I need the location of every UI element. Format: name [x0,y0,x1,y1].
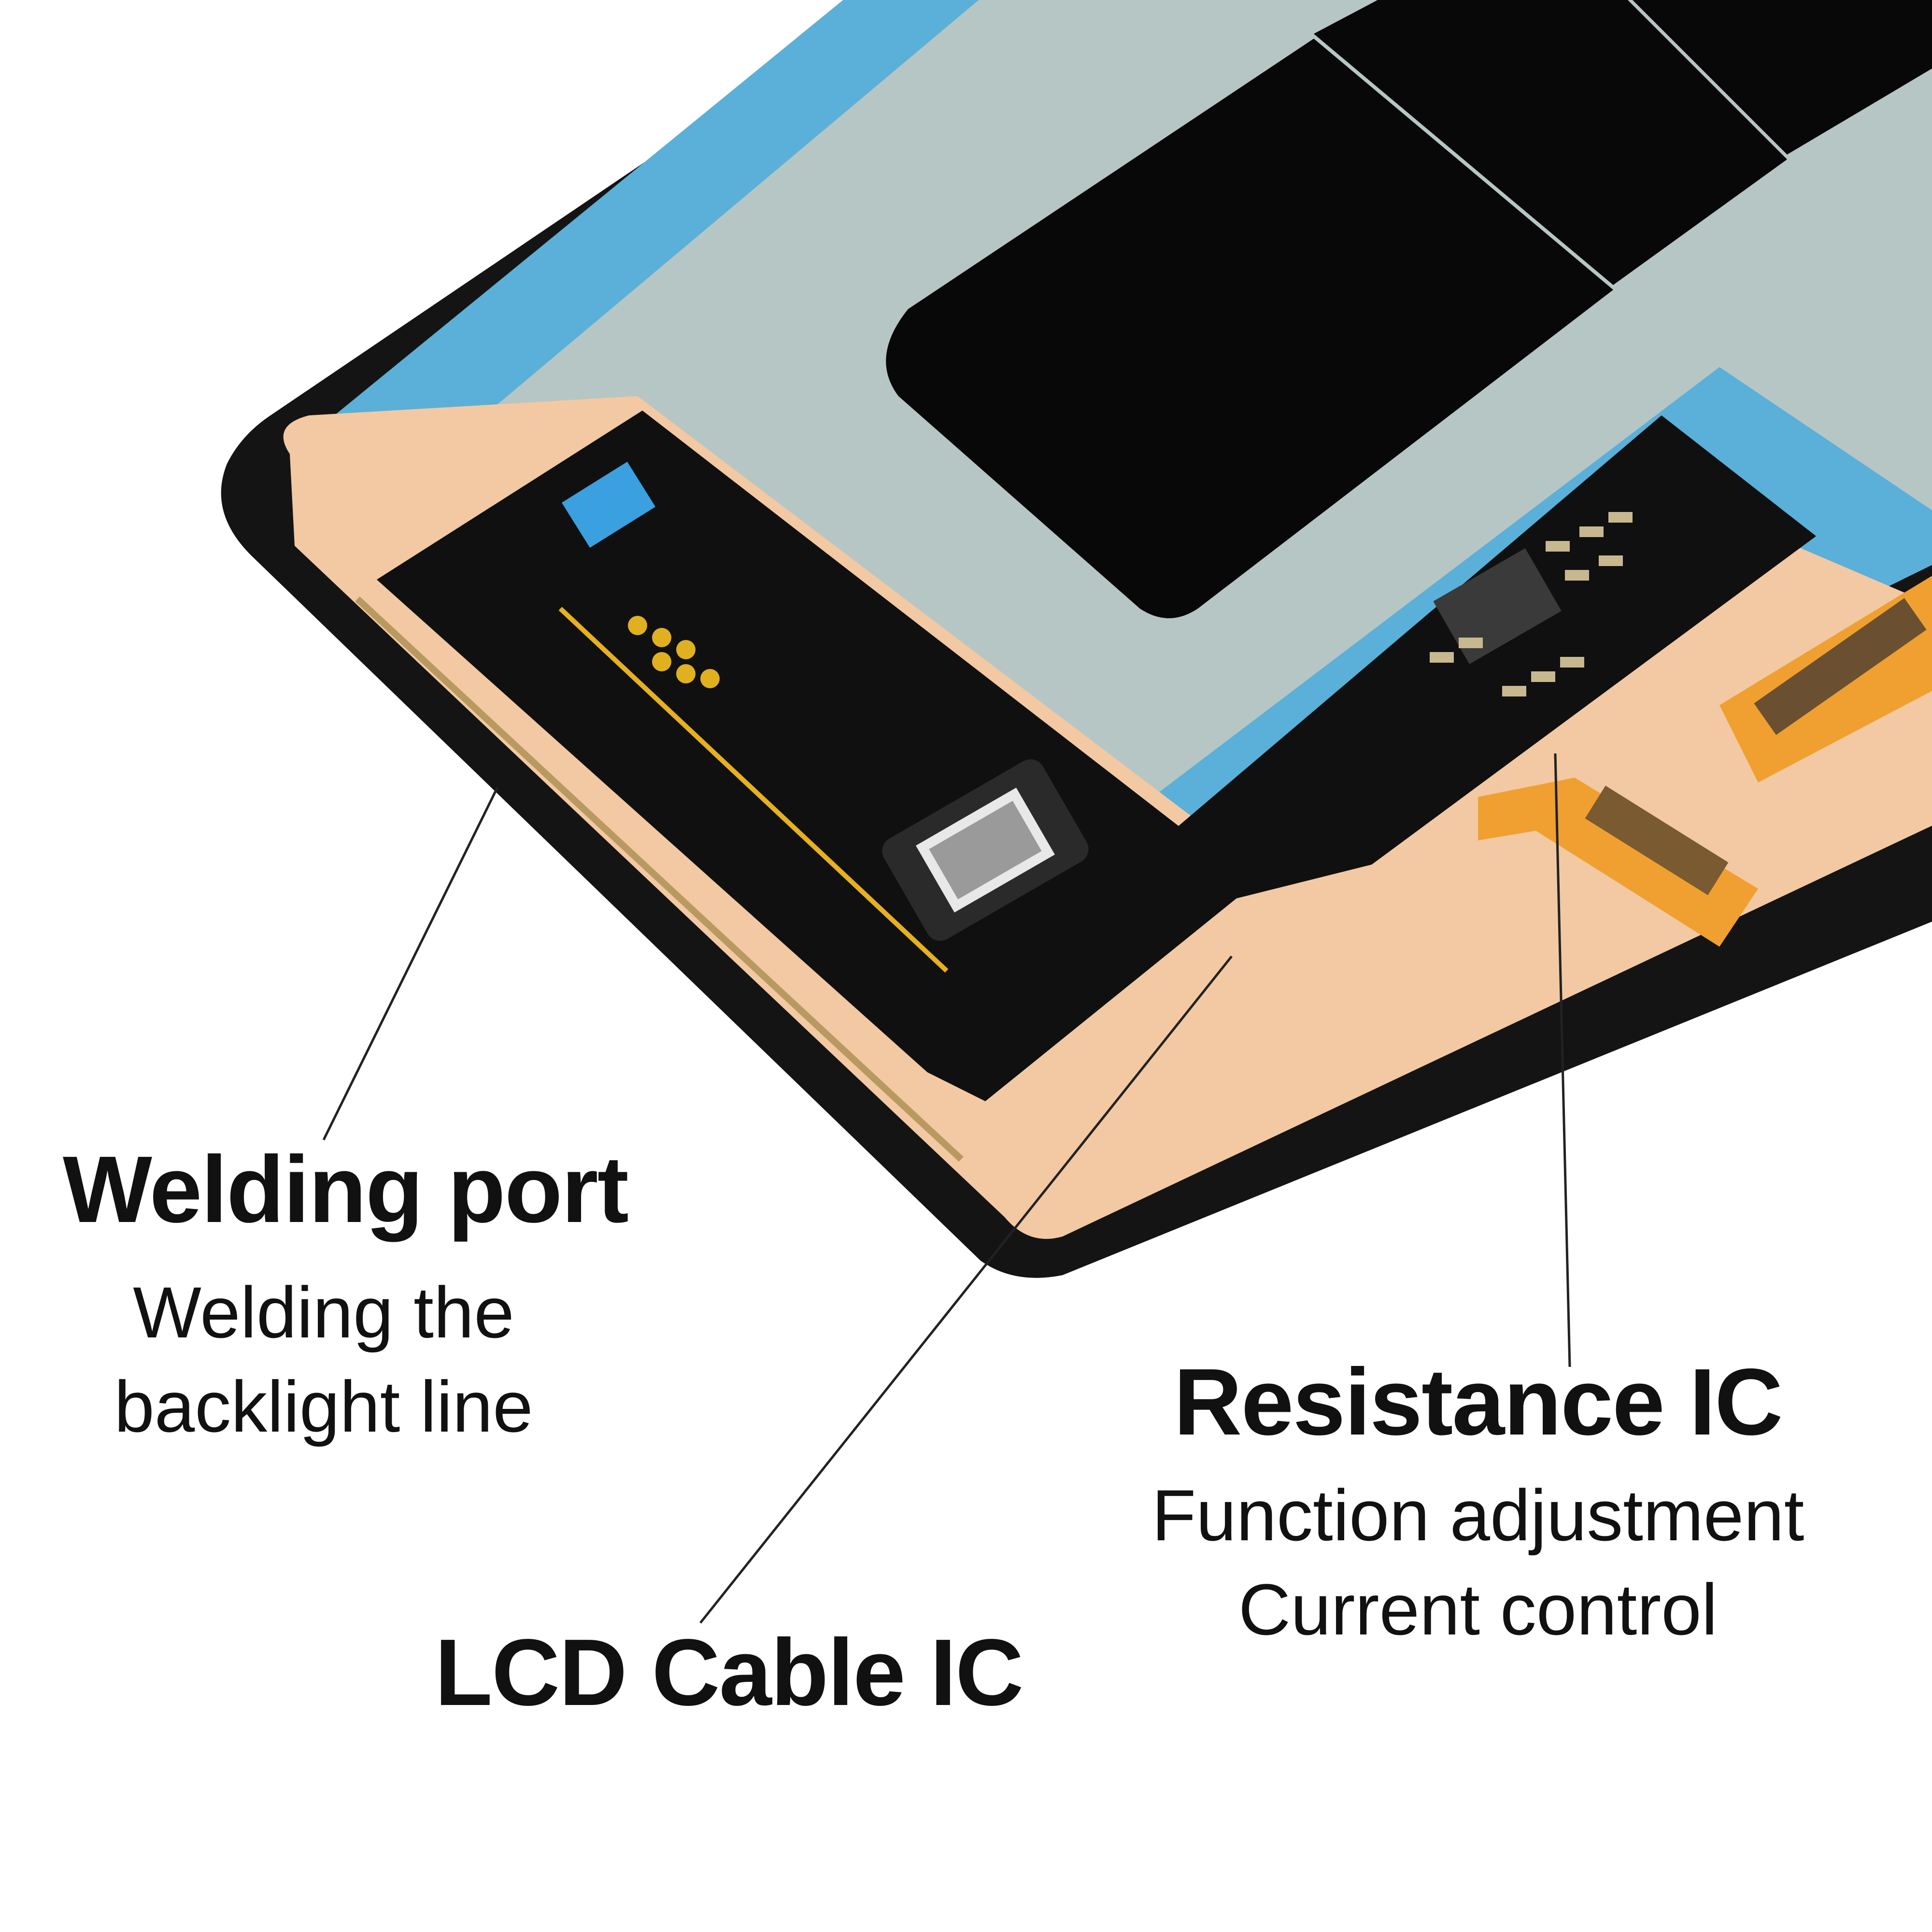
connector-right [1754,598,1927,735]
black-pad-top [1314,0,1787,285]
solder-pads [628,616,720,688]
resistance-ic-chip [1433,548,1562,664]
backlight-gold-trace [558,607,949,973]
welding-port-description-line-2: backlight line [114,1366,533,1447]
resistance-ic-description-line-2: Current control [1238,1569,1718,1650]
blue-component [562,461,655,548]
black-pad-right [1633,0,1932,155]
resistance-ic-description-line-1: Function adjustment [1151,1475,1804,1556]
lcd-cable-ic-title: LCD Cable IC [435,1619,1023,1725]
welding-edge-strip [355,596,964,1162]
connector-lower [1585,785,1729,895]
leader-line-lcd-cable-ic [699,955,1233,1624]
flex-cable-lower [1478,778,1758,947]
welding-port-description-line-1: Welding the [133,1272,514,1353]
flex-pcb-main [377,411,1816,1101]
smd-components [1430,512,1633,696]
resistance-ic-title: Resistance IC [1174,1349,1783,1455]
black-pad-large [886,39,1613,618]
leader-line-resistance-ic [1554,753,1571,1367]
welding-port-title: Welding port [63,1136,629,1242]
qr-code-label [882,759,1089,941]
leader-line-welding-port [322,786,499,1141]
